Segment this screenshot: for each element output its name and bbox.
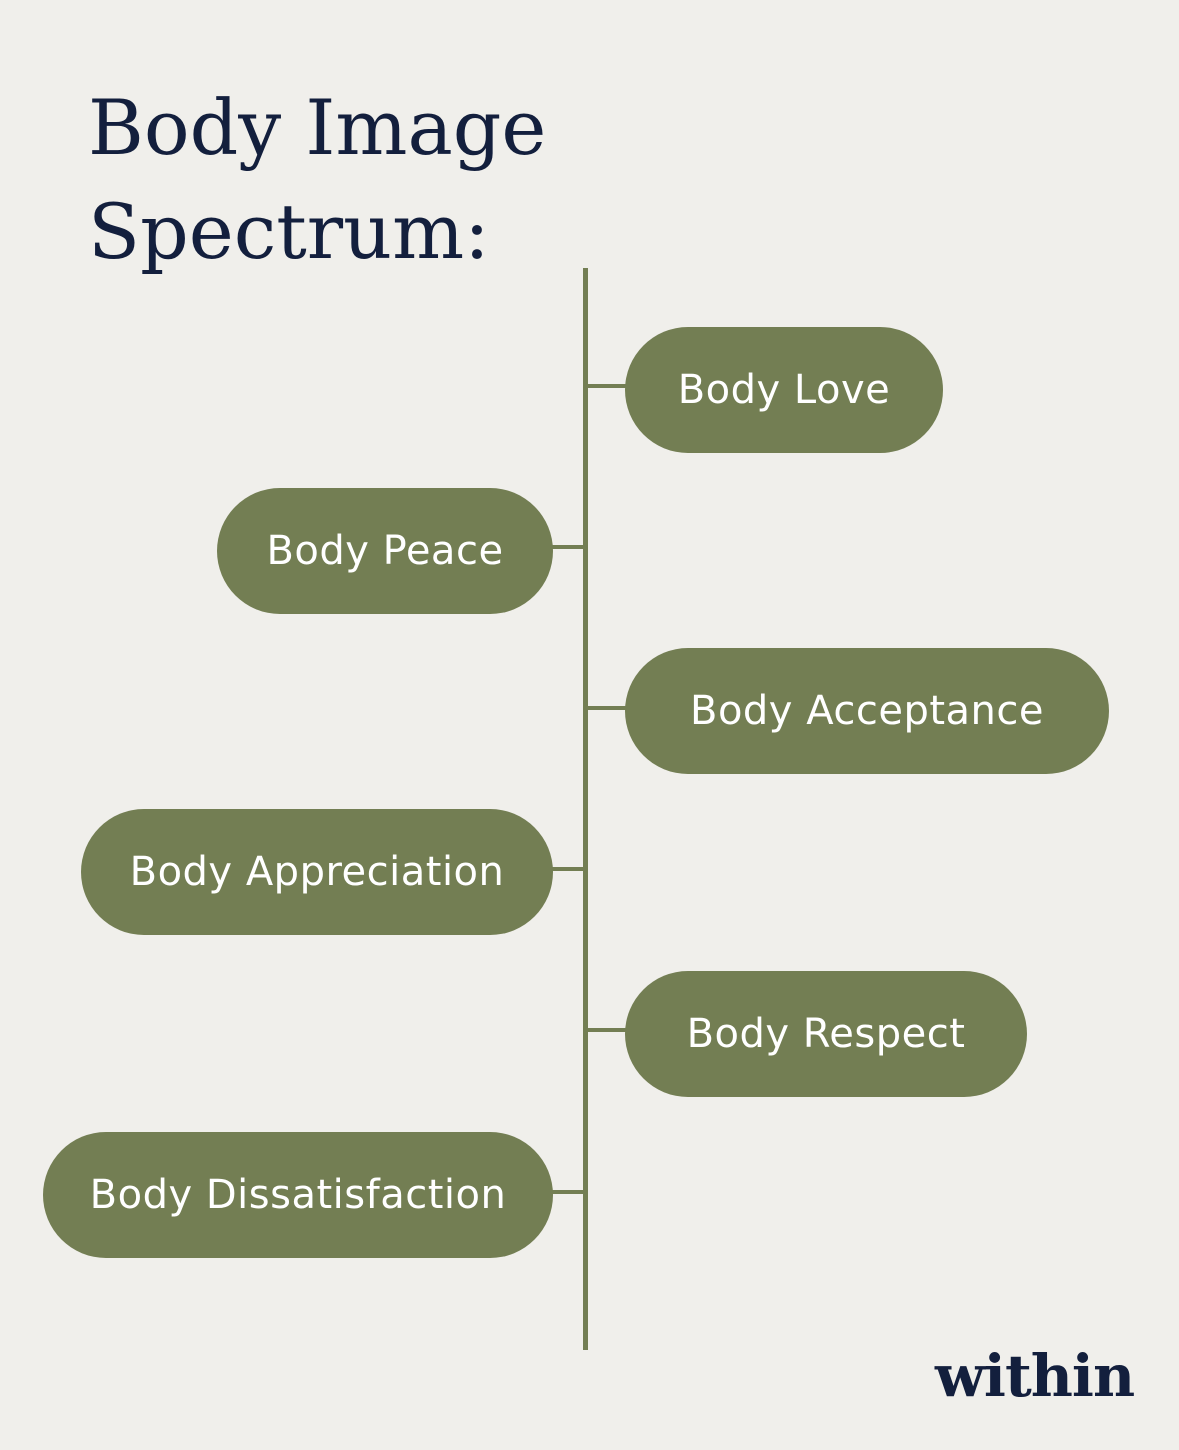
spectrum-item-label: Body Love — [677, 367, 891, 413]
spectrum-item-label: Body Respect — [686, 1011, 966, 1057]
page-title: Body Image Spectrum: — [88, 76, 546, 284]
spectrum-item-label: Body Appreciation — [129, 849, 505, 895]
spectrum-item-label: Body Acceptance — [690, 688, 1044, 734]
spectrum-item-label: Body Dissatisfaction — [89, 1172, 507, 1218]
spectrum-item-body-peace: Body Peace — [217, 488, 553, 614]
connector-body-dissatisfaction — [550, 1190, 585, 1194]
spectrum-item-body-respect: Body Respect — [625, 971, 1027, 1097]
spectrum-item-body-appreciation: Body Appreciation — [81, 809, 553, 935]
title-line-2: Spectrum: — [88, 187, 490, 276]
title-line-1: Body Image — [88, 83, 547, 172]
connector-body-acceptance — [588, 706, 628, 710]
connector-body-respect — [588, 1028, 628, 1032]
connector-body-appreciation — [550, 867, 585, 871]
spectrum-item-body-acceptance: Body Acceptance — [625, 648, 1109, 774]
connector-body-peace — [550, 545, 585, 549]
spectrum-item-body-dissatisfaction: Body Dissatisfaction — [43, 1132, 553, 1258]
spectrum-item-body-love: Body Love — [625, 327, 943, 453]
spectrum-item-label: Body Peace — [266, 528, 504, 574]
brand-logo: within — [935, 1342, 1135, 1410]
spectrum-axis-line — [583, 268, 588, 1350]
connector-body-love — [588, 384, 628, 388]
